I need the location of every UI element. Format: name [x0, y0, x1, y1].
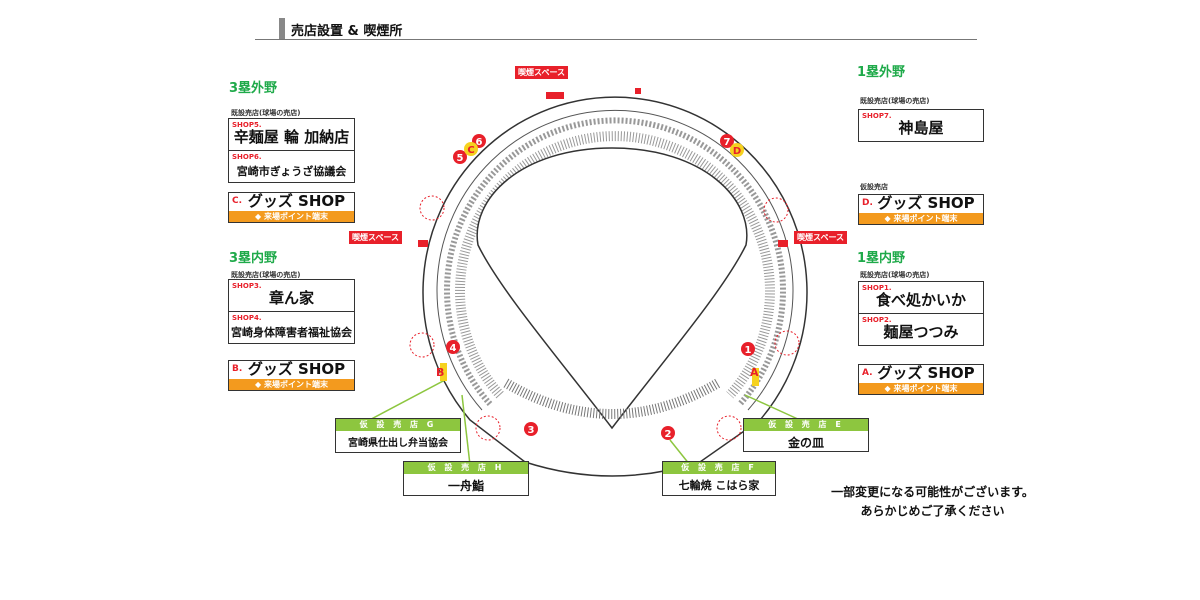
goods-shop-b: B. グッズ SHOP ◆ 来場ポイント端末 [228, 360, 355, 391]
temp-shop-h: 仮 設 売 店 H 一舟鮨 [403, 461, 529, 496]
temp-shop-e: 仮 設 売 店 E 金の皿 [743, 418, 869, 452]
existing-shops-label: 既設売店(球場の売店) [860, 271, 930, 279]
temp-shop-name: 宮崎県仕出し弁当協会 [348, 438, 448, 449]
marker-7: 7 [720, 133, 734, 152]
marker-2: 2 [661, 425, 675, 444]
svg-text:2: 2 [665, 429, 672, 440]
smoking-area-label: 喫煙スペース [794, 231, 848, 244]
shop-name: 辛麺屋 輪 加納店 [233, 128, 350, 146]
temporary-shops-label: 仮設売店 [860, 183, 888, 191]
shop-name: 宮崎身体障害者福祉協会 [231, 326, 352, 339]
goods-shop-c: C. グッズ SHOP ◆ 来場ポイント端末 [228, 192, 355, 223]
svg-text:4: 4 [450, 343, 457, 354]
smoking-area-label: 喫煙スペース [515, 66, 569, 79]
shop-code: SHOP2. [862, 316, 892, 324]
goods-name: グッズ SHOP [247, 360, 346, 378]
temp-shop-g: 仮 設 売 店 G 宮崎県仕出し弁当協会 [335, 418, 461, 453]
point-terminal-label: ◆ 来場ポイント端末 [229, 211, 354, 222]
svg-text:3: 3 [528, 425, 535, 436]
goods-name: グッズ SHOP [877, 364, 975, 382]
marker-c: C [464, 141, 478, 160]
shop-code: SHOP1. [862, 284, 892, 292]
area-title-3b-infield: 3塁内野 [229, 251, 278, 266]
goods-name: グッズ SHOP [247, 192, 346, 210]
goods-code: C. [232, 196, 243, 206]
temp-shop-name: 一舟鮨 [447, 479, 484, 493]
field [476, 147, 748, 430]
temp-shop-header: 仮 設 売 店 E [744, 419, 868, 431]
svg-text:6: 6 [476, 137, 483, 148]
point-terminal-label: ◆ 来場ポイント端末 [229, 379, 354, 390]
goods-code: D. [862, 198, 873, 208]
goods-shop-d: D. グッズ SHOP ◆ 来場ポイント端末 [858, 194, 984, 225]
goods-code: B. [232, 364, 243, 374]
svg-text:7: 7 [724, 137, 731, 148]
marker-b: B [436, 366, 445, 379]
shop-code: SHOP6. [232, 153, 262, 161]
shop-name: 神島屋 [898, 119, 944, 137]
marker-a: A [750, 366, 759, 379]
shop-list-3b-outfield: SHOP5.辛麺屋 輪 加納店 SHOP6. 宮崎市ぎょうざ協議会 [228, 118, 355, 183]
temp-shop-name: 金の皿 [787, 436, 824, 450]
temp-shop-header: 仮 設 売 店 H [404, 462, 528, 474]
page-title: 売店設置 & 喫煙所 [291, 24, 403, 39]
header-bar [279, 18, 285, 40]
marker-4: 4 [446, 339, 460, 358]
goods-code: A. [862, 368, 873, 378]
note-line: 一部変更になる可能性がございます。 [831, 485, 1034, 499]
existing-shops-label: 既設売店(球場の売店) [231, 109, 301, 117]
shop-name: 麺屋つつみ [883, 323, 959, 341]
svg-text:5: 5 [457, 153, 464, 164]
marker-3: 3 [524, 421, 538, 440]
temp-shop-header: 仮 設 売 店 F [663, 462, 775, 474]
shop-code: SHOP7. [862, 112, 892, 120]
shop-code: SHOP4. [232, 314, 262, 322]
area-title-1b-infield: 1塁内野 [857, 251, 906, 266]
header-divider [255, 39, 977, 40]
svg-text:D: D [733, 146, 741, 157]
area-title-3b-outfield: 3塁外野 [229, 81, 278, 96]
shop-code: SHOP5. [232, 121, 262, 129]
shop-list-1b-infield: SHOP1.食べ処かいか SHOP2.麺屋つつみ [858, 281, 984, 346]
temp-shop-header: 仮 設 売 店 G [336, 419, 460, 431]
marker-5: 5 [453, 149, 467, 168]
shop-name: 宮崎市ぎょうざ協議会 [236, 165, 347, 178]
svg-text:1: 1 [745, 345, 752, 356]
smoking-marker [546, 92, 564, 99]
existing-shops-label: 既設売店(球場の売店) [860, 97, 930, 105]
temp-shop-f: 仮 設 売 店 F 七輪焼 こはら家 [662, 461, 776, 496]
temp-shop-name: 七輪焼 こはら家 [678, 479, 760, 492]
stands [444, 117, 786, 406]
shop-list-1b-outfield: SHOP7. 神島屋 [858, 109, 984, 142]
disclaimer-note: 一部変更になる可能性がございます。 あらかじめご了承ください [800, 483, 1065, 521]
existing-shops-label: 既設売店(球場の売店) [231, 271, 301, 279]
svg-text:C: C [467, 145, 474, 156]
goods-shop-a: A. グッズ SHOP ◆ 来場ポイント端末 [858, 364, 984, 395]
marker-1: 1 [741, 341, 755, 360]
shop-name: 食べ処かいか [875, 291, 966, 309]
note-line: あらかじめご了承ください [860, 504, 1005, 518]
smoking-area-label: 喫煙スペース [349, 231, 403, 244]
area-title-1b-outfield: 1塁外野 [857, 65, 906, 80]
marker-d: D [730, 142, 744, 161]
shop-name: 章ん家 [268, 289, 314, 307]
shop-list-3b-infield: SHOP3. 章ん家 SHOP4. 宮崎身体障害者福祉協会 [228, 279, 355, 344]
shop-code: SHOP3. [232, 282, 262, 290]
point-terminal-label: ◆ 来場ポイント端末 [859, 383, 983, 394]
point-terminal-label: ◆ 来場ポイント端末 [859, 213, 983, 224]
goods-name: グッズ SHOP [877, 194, 975, 212]
